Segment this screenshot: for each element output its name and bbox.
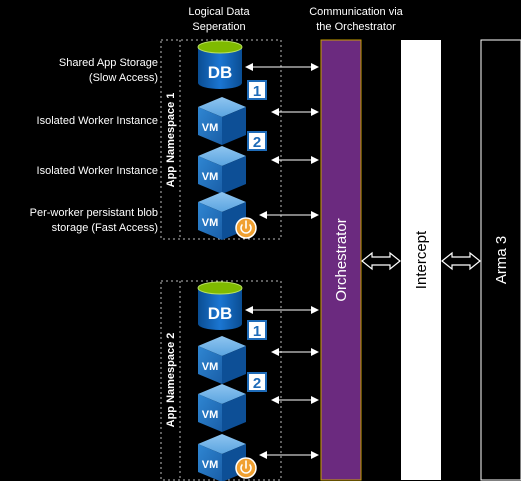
database-icon: DB — [197, 281, 243, 330]
vm-icon: VM — [198, 97, 246, 145]
blob-label-line1: Per-worker persistant blob — [30, 207, 158, 219]
power-icon — [235, 457, 257, 479]
vm-label: VM — [202, 217, 219, 229]
arma-column: Arma 3 — [480, 39, 521, 481]
vm-label: VM — [202, 409, 219, 421]
arma-label: Arma 3 — [493, 236, 510, 284]
badge-number: 1 — [253, 83, 261, 100]
communication-header-line1: Communication via — [309, 6, 403, 18]
vm-label: VM — [202, 361, 219, 373]
vm-label: VM — [202, 171, 219, 183]
separation-header-line1: Logical Data — [188, 6, 250, 18]
communication-header-line2: the Orchestrator — [316, 21, 396, 33]
power-icon — [235, 217, 257, 239]
orchestrator-label: Orchestrator — [333, 218, 350, 301]
badge-2: 2 — [247, 372, 267, 392]
badge-number: 2 — [253, 375, 261, 392]
shared-storage-label-line1: Shared App Storage — [59, 57, 158, 69]
badge-1: 1 — [247, 80, 267, 100]
database-icon: DB — [197, 40, 243, 89]
connection-arrows — [245, 63, 319, 459]
namespace-1: App Namespace 1 DB VM 1 VM 2 — [160, 39, 282, 240]
namespace-1-label: App Namespace 1 — [165, 93, 177, 188]
blob-label-line2: storage (Fast Access) — [52, 222, 158, 234]
worker-label-2: Isolated Worker Instance — [37, 165, 158, 177]
double-arrow-intercept-arma — [441, 251, 481, 271]
db-label: DB — [208, 304, 233, 323]
vm-label: VM — [202, 122, 219, 134]
vm-icon: VM — [198, 384, 246, 432]
vm-label: VM — [202, 459, 219, 471]
badge-number: 2 — [253, 134, 261, 151]
worker-label-1: Isolated Worker Instance — [37, 115, 158, 127]
badge-1: 1 — [247, 320, 267, 340]
db-label: DB — [208, 63, 233, 82]
namespace-1-border — [160, 39, 282, 240]
double-arrow-orch-intercept — [361, 251, 401, 271]
vm-icon: VM — [198, 336, 246, 384]
badge-number: 1 — [253, 323, 261, 340]
intercept-column: Intercept — [401, 40, 441, 480]
namespace-2-border — [160, 280, 282, 481]
intercept-label: Intercept — [413, 230, 430, 289]
namespace-2: App Namespace 2 DB VM 1 VM 2 — [160, 280, 282, 481]
vm-icon: VM — [198, 146, 246, 194]
separation-header-line2: Seperation — [192, 21, 245, 33]
shared-storage-label-line2: (Slow Access) — [89, 72, 158, 84]
orchestrator-column: Orchestrator — [320, 39, 362, 481]
namespace-2-label: App Namespace 2 — [165, 333, 177, 428]
badge-2: 2 — [247, 131, 267, 151]
